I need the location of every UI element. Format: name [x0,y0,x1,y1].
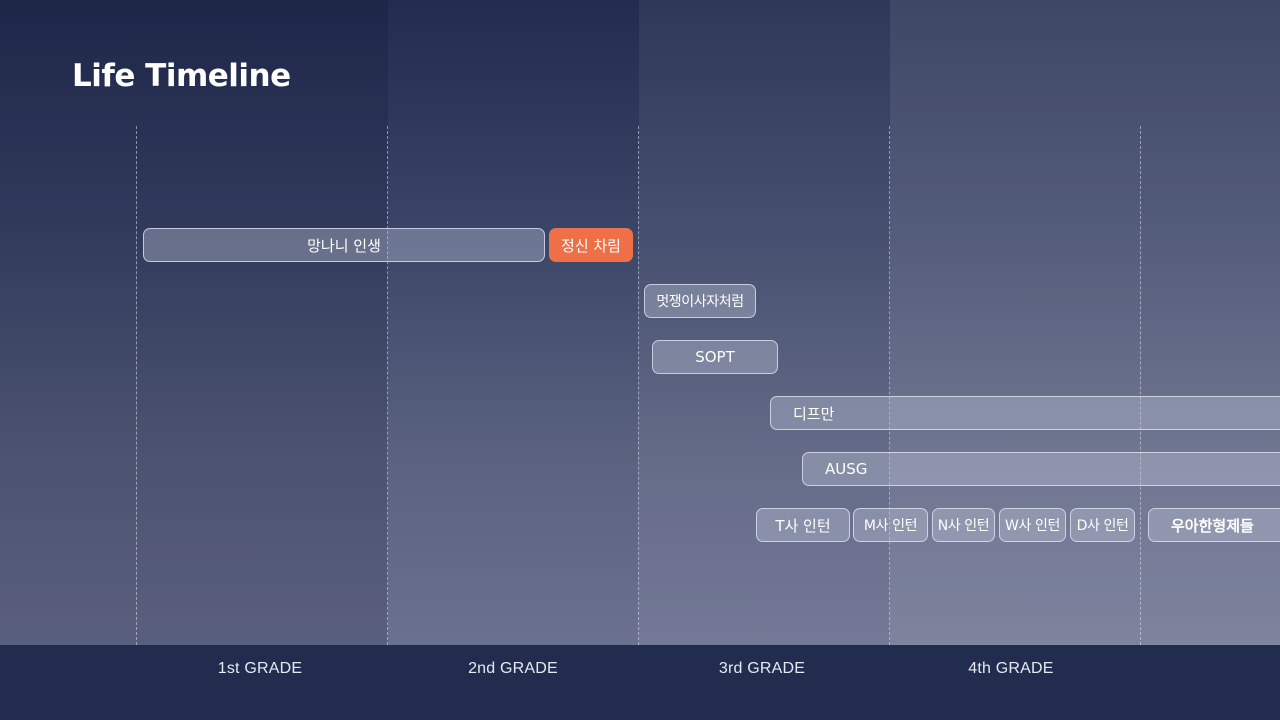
timeline-canvas: Life Timeline 망나니 인생 정신 차림 멋쟁이사자처럼 SOPT … [0,0,1280,645]
timeline-bar-m-intern[interactable]: M사 인턴 [853,508,928,542]
page-title: Life Timeline [72,58,291,94]
grade-band-3 [639,0,890,645]
timeline-bar-d-intern[interactable]: D사 인턴 [1070,508,1135,542]
timeline-bar-jeongsin[interactable]: 정신 차림 [549,228,633,262]
grade-label-1: 1st GRADE [217,660,303,677]
grade-divider [638,126,639,645]
grade-band-4 [890,0,1280,645]
grade-divider [1140,126,1141,645]
grade-band-1 [0,0,388,645]
grade-divider [136,126,137,645]
grade-divider [889,126,890,645]
grade-axis [0,645,1280,720]
timeline-bar-w-intern[interactable]: W사 인턴 [999,508,1066,542]
timeline-bar-woowa[interactable]: 우아한형제들 [1148,508,1280,542]
timeline-bar-likelion[interactable]: 멋쟁이사자처럼 [644,284,756,318]
grade-label-4: 4th GRADE [968,660,1054,677]
timeline-bar-mangnani[interactable]: 망나니 인생 [143,228,545,262]
grade-label-2: 2nd GRADE [468,660,558,677]
grade-label-3: 3rd GRADE [718,660,806,677]
timeline-bar-n-intern[interactable]: N사 인턴 [932,508,995,542]
timeline-bar-depromeet[interactable]: 디프만 [770,396,1280,430]
timeline-bar-ausg[interactable]: AUSG [802,452,1280,486]
timeline-bar-t-intern[interactable]: T사 인턴 [756,508,850,542]
timeline-bar-sopt[interactable]: SOPT [652,340,778,374]
grade-divider [387,126,388,645]
